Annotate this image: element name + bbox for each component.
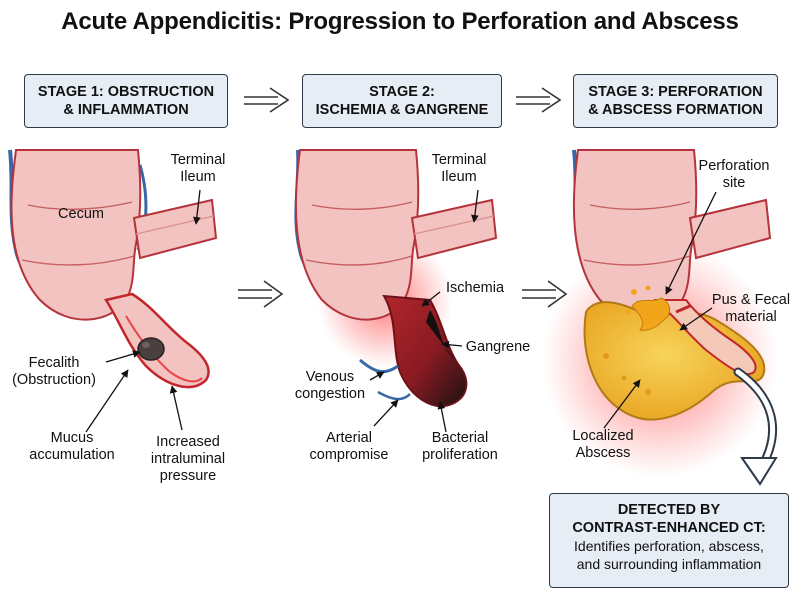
page-title: Acute Appendicitis: Progression to Perfo…: [61, 8, 739, 35]
s2-label-terminal-ileum: Terminal Ileum: [431, 152, 487, 185]
stage-2-box: STAGE 2: ISCHEMIA & GANGRENE: [302, 74, 502, 128]
ct-body-2: and surrounding inflammation: [576, 556, 762, 572]
s3-label-perforation: Perforation site: [698, 158, 770, 191]
ct-detection-box: DETECTED BY CONTRAST-ENHANCED CT: Identi…: [549, 493, 789, 588]
s3-label-abscess: Localized Abscess: [572, 428, 634, 461]
stage-3-box: STAGE 3: PERFORATION & ABSCESS FORMATION: [573, 74, 778, 128]
s1-cecum-shape: [10, 149, 142, 321]
ct-heading-1: DETECTED BY: [617, 502, 721, 518]
s3-terminal-ileum-shape: [688, 198, 772, 260]
header-arrow-2: [516, 87, 562, 113]
stage-1-box: STAGE 1: OBSTRUCTION & INFLAMMATION: [24, 74, 228, 128]
stage-1-line1: STAGE 1: OBSTRUCTION: [37, 84, 215, 100]
s2-terminal-ileum-shape: [410, 198, 498, 260]
s1-label-mucus: Mucus accumulation: [29, 430, 115, 463]
header-arrow-1: [244, 87, 290, 113]
ct-body-1: Identifies perforation, abscess,: [574, 538, 764, 554]
s3-appendix-shape: [653, 299, 757, 375]
stage-2-line2: ISCHEMIA & GANGRENE: [315, 102, 489, 118]
s2-cecum-shape: [294, 149, 420, 321]
mid-arrow-1: [238, 280, 284, 308]
s2-label-arterial: Arterial compromise: [309, 430, 389, 463]
stage-3-line2: & ABSCESS FORMATION: [588, 102, 763, 118]
stage-2-illustration: [294, 149, 498, 433]
stage-3-illustration: [542, 149, 778, 486]
ct-heading-2: CONTRAST-ENHANCED CT:: [572, 520, 766, 536]
stage-1-line2: & INFLAMMATION: [63, 102, 189, 118]
s1-fecalith-shape: [137, 337, 165, 361]
s2-label-venous: Venous congestion: [294, 369, 366, 402]
s1-label-pressure: Increased intraluminal pressure: [150, 434, 226, 484]
s2-label-gangrene: Gangrene: [465, 339, 531, 355]
s1-label-cecum: Cecum: [58, 206, 104, 222]
stage-3-line1: STAGE 3: PERFORATION: [588, 84, 763, 100]
stage-1-illustration: [8, 149, 218, 433]
s2-appendix-shape: [382, 294, 468, 407]
stage-2-line1: STAGE 2:: [369, 84, 435, 100]
s2-label-ischemia: Ischemia: [445, 280, 505, 296]
s1-label-fecalith: Fecalith (Obstruction): [12, 355, 96, 388]
s2-label-bacterial: Bacterial proliferation: [422, 430, 498, 463]
s1-terminal-ileum-shape: [132, 198, 218, 260]
s1-label-terminal-ileum: Terminal Ileum: [170, 152, 226, 185]
s3-label-pus: Pus & Fecal material: [711, 292, 791, 325]
